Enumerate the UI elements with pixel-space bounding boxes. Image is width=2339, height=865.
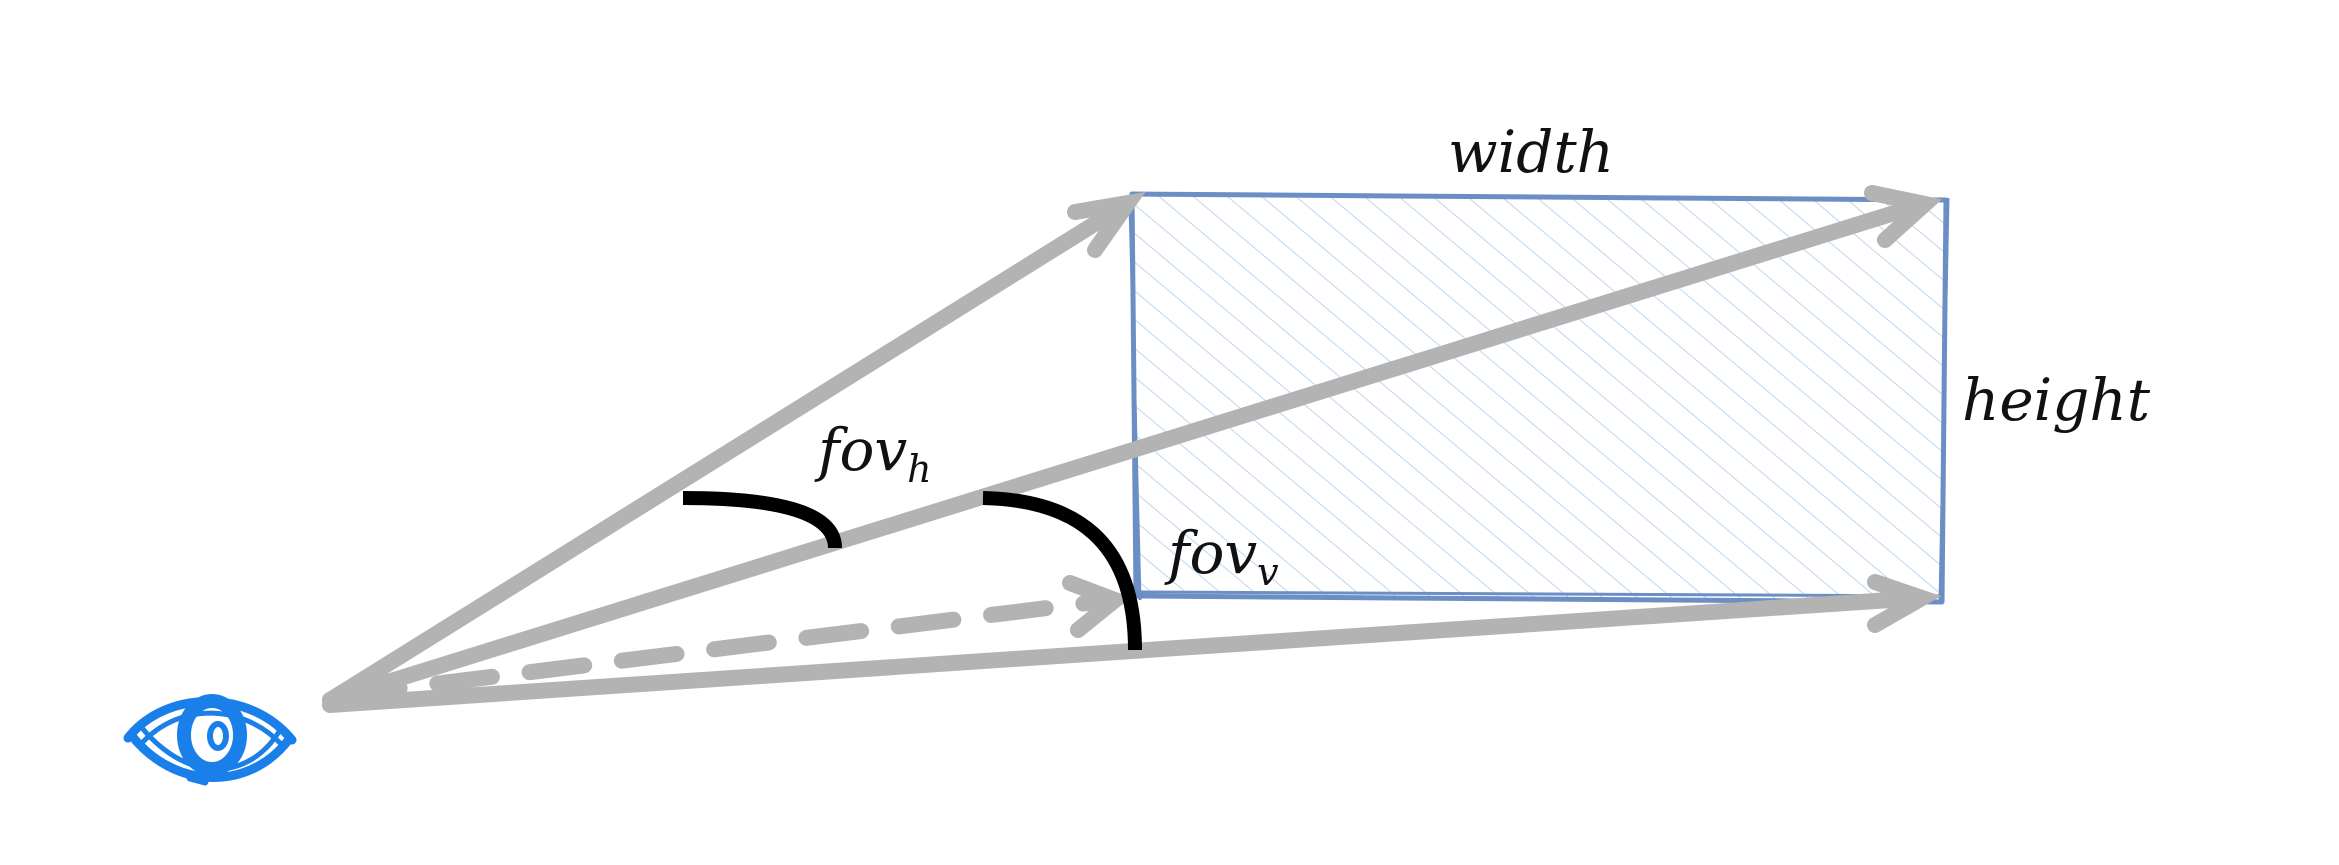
ray-bottom-right-arrowhead [1867,574,1942,633]
ray-top-left [322,197,1133,708]
view-frame-border [1129,191,1949,605]
ray-bottom-left-arrowhead [1062,575,1131,638]
view-rays [322,185,1943,713]
fov-v-label: fovv [1164,519,1279,594]
fov-h-label-base: fov [814,416,907,484]
view-frame-fill [1135,195,1945,600]
width-label: width [1448,118,1614,186]
ray-top-right-arrowhead [1864,185,1943,248]
angle-arcs [682,491,1142,651]
fov-h-label-subscript: h [907,447,931,491]
fov-h-arc [682,491,842,549]
fov-v-arc [982,491,1142,651]
ray-bottom-right [322,590,1928,713]
height-label: height [1962,366,2151,434]
fov-h-label: fovh [814,416,932,491]
ray-top-left-arrowhead [1067,191,1146,258]
fov-v-label-subscript: v [1257,550,1279,594]
ray-bottom-left-dashed [337,592,1120,703]
eye-icon [123,694,297,786]
fov-v-label-base: fov [1164,519,1257,587]
ray-top-right [322,197,1928,708]
view-frame [1128,191,1950,605]
